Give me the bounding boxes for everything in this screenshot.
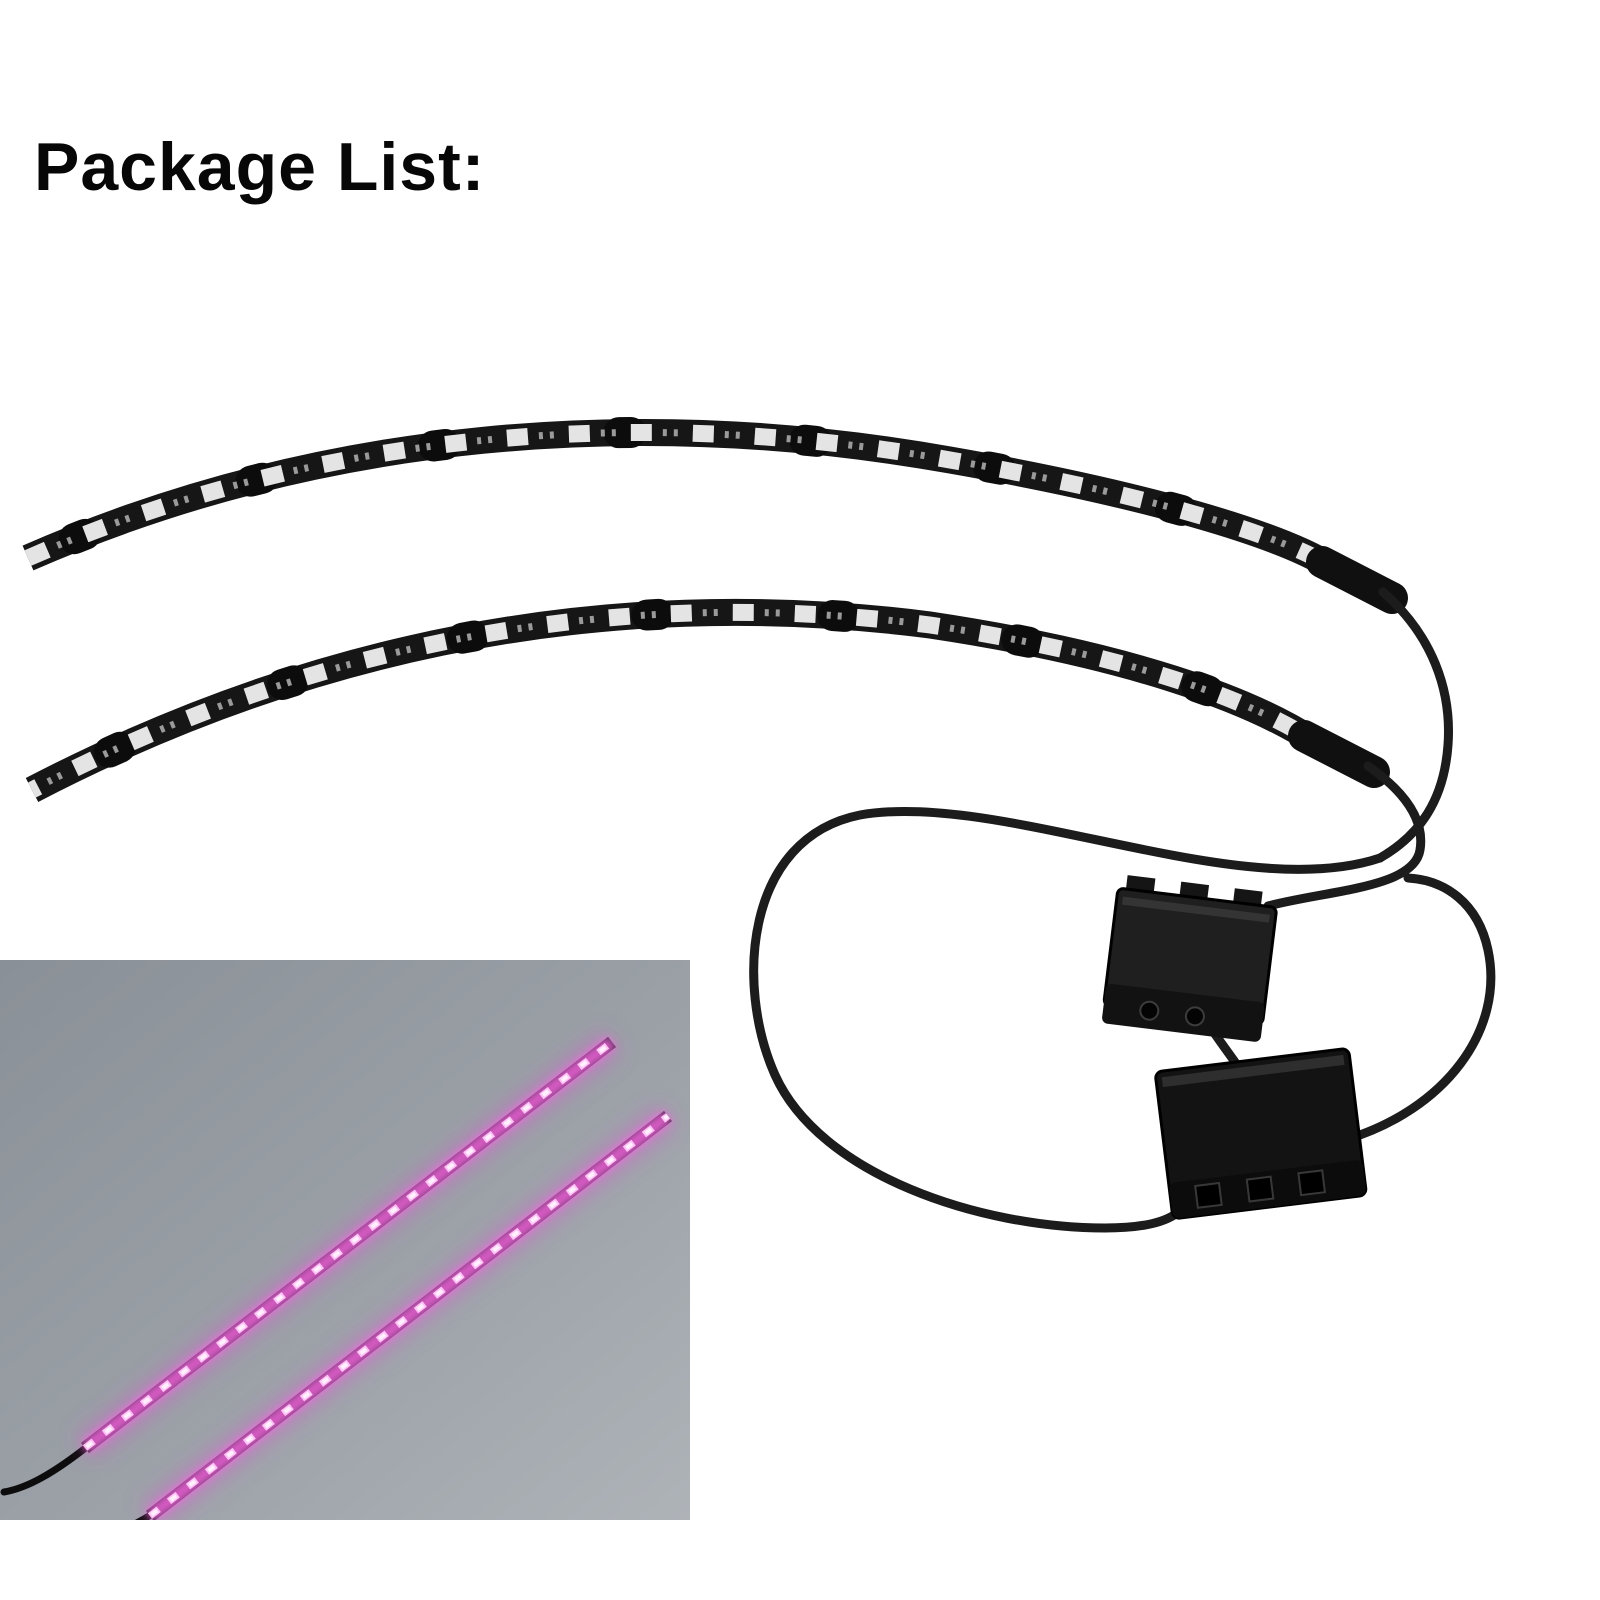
molex-2-pin-socket [1194, 1181, 1223, 1209]
led-strip-2-chips [28, 603, 1317, 798]
page-title: Package List: [34, 129, 486, 205]
cable-from-strip-1 [1375, 587, 1453, 863]
molex-1-face [1102, 983, 1265, 1042]
lit-strip-1 [75, 1030, 622, 1460]
molex-connector-2 [1154, 1047, 1368, 1220]
molex-1-pin-hole [1139, 1000, 1160, 1021]
inset-photo [0, 960, 690, 1520]
molex-2-pin-socket [1245, 1175, 1275, 1203]
molex-connector-1 [1102, 875, 1278, 1042]
molex-1-highlight [1122, 896, 1270, 923]
cable-loop-left [749, 806, 1385, 1233]
inset-wire-1 [0, 1442, 92, 1496]
molex-2-highlight [1161, 1054, 1345, 1088]
molex-1-pin-hole [1184, 1006, 1205, 1027]
lit-strip-2 [140, 1104, 678, 1520]
led-strip-2-components [16, 596, 1328, 806]
cable-loop-right [1340, 873, 1496, 1145]
cable-from-strip-2 [1263, 761, 1426, 911]
led-strip-2-body [25, 598, 1320, 802]
power-cables [749, 587, 1496, 1233]
heat-shrink-sleeve-2 [1288, 720, 1390, 788]
led-strip-1-chips [24, 424, 1335, 574]
inset-wires [0, 1442, 156, 1520]
molex-2-pin-socket [1297, 1169, 1327, 1197]
led-strip-1 [12, 417, 1346, 582]
led-strip-2 [16, 596, 1328, 806]
